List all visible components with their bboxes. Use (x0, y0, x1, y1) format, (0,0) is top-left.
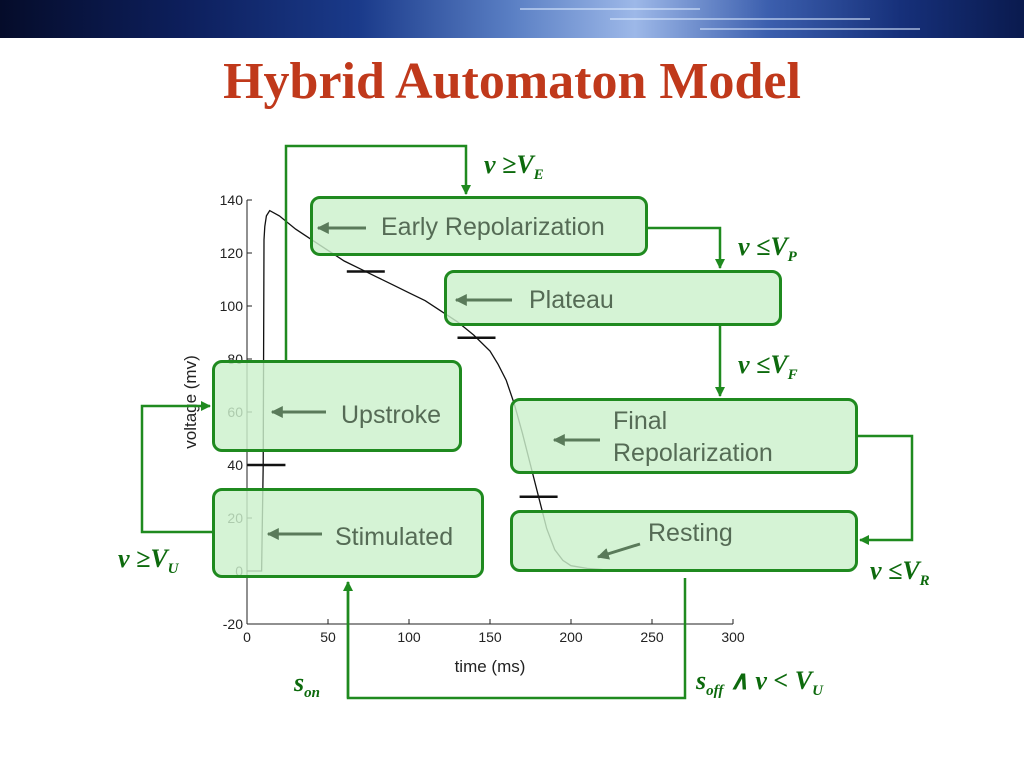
slide-title: Hybrid Automaton Model (223, 53, 801, 110)
x-tick-label: 150 (478, 629, 502, 645)
x-tick-label: 200 (559, 629, 583, 645)
x-tick-label: 250 (640, 629, 664, 645)
state-plateau: Plateau (444, 270, 782, 326)
y-tick-label: 100 (220, 298, 244, 314)
state-label: Early Repolarization (381, 213, 605, 241)
threshold-marks (247, 270, 558, 499)
state-label: Stimulated (335, 523, 454, 551)
x-tick-label: 100 (397, 629, 421, 645)
state-resting: Resting (510, 510, 858, 572)
state-upstroke: Upstroke (212, 360, 462, 452)
state-label: Resting (648, 519, 733, 547)
arrow-stimulated-to-upstroke (140, 401, 212, 534)
guard-stim-on: son (294, 668, 320, 702)
x-tick-label: 300 (721, 629, 745, 645)
x-tick-label: 0 (243, 629, 251, 645)
pointer-arrow-icon (596, 542, 641, 560)
state-stimulated: Stimulated (212, 488, 484, 578)
guard-to-upstroke: v ≥VU (118, 544, 179, 578)
y-tick-label: 120 (220, 245, 244, 261)
state-label: Upstroke (341, 401, 442, 429)
x-axis-label: time (ms) (455, 657, 526, 676)
arrow-final-to-resting (858, 434, 914, 545)
guard-to-final: v ≤VF (738, 350, 798, 384)
header-banner (0, 0, 1024, 38)
y-tick-label: 40 (227, 457, 243, 473)
y-tick-label: 140 (220, 192, 244, 208)
banner-streak (520, 8, 700, 10)
arrow-early-to-plateau (648, 226, 725, 269)
state-final-repolarization: Final Repolarization (510, 398, 858, 474)
x-tick-label: 50 (320, 629, 336, 645)
arrow-resting-to-stimulated (343, 578, 687, 700)
guard-to-plateau: v ≤VP (738, 232, 797, 266)
guard-to-early: v ≥VE (484, 150, 544, 184)
banner-streak (610, 18, 870, 20)
arrow-upstroke-to-early (284, 144, 471, 362)
y-tick-label: -20 (223, 616, 243, 632)
state-label: Final Repolarization (613, 407, 773, 467)
y-axis-label: voltage (mv) (181, 355, 200, 449)
banner-streak (700, 28, 920, 30)
guard-to-resting: v ≤VR (870, 556, 930, 590)
state-early-repolarization: Early Repolarization (310, 196, 648, 256)
guard-stim-off: soff ∧ v < VU (696, 666, 823, 700)
state-label: Plateau (529, 286, 614, 314)
